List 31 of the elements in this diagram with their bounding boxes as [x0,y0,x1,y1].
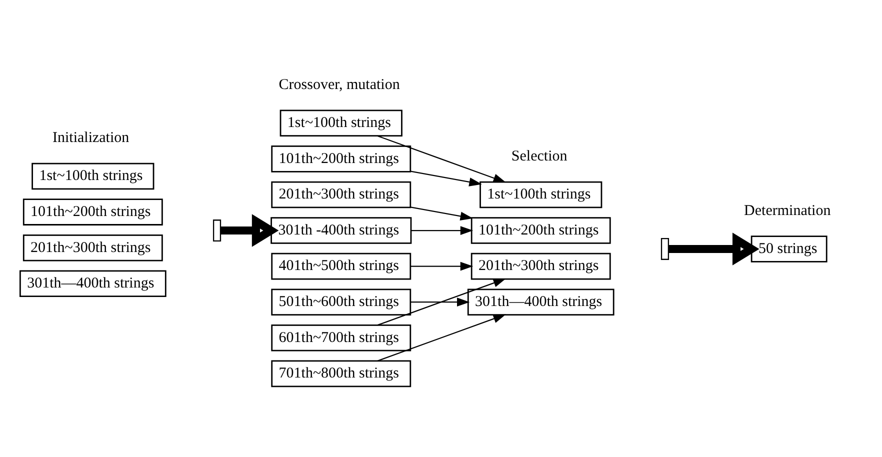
node-box: 1st~100th strings [480,181,602,208]
arrow [410,298,470,307]
label: Initialization [52,130,130,146]
arrow [410,206,474,221]
label: Selection [511,148,568,165]
node-box: 101th~200th strings [470,217,611,244]
arrow [220,214,279,247]
node-box: 201th~300th strings [22,234,163,262]
node-box: 1st~100th strings [280,110,402,137]
node-box: 201th~300th strings [271,181,412,208]
arrow [377,314,506,362]
arrow [410,262,474,271]
arrow [377,278,506,326]
node-box: 101th~200th strings [22,198,163,226]
arrow [411,226,474,235]
node-box: 501th~600th strings [271,288,412,316]
node-box: 301th—400th strings [467,288,614,316]
node-box: 701th~800th strings [271,360,412,388]
node-box: 601th~700th strings [271,324,412,352]
node-box: 301th -400th strings [270,217,412,244]
node-box: 401th~500th strings [271,252,412,280]
label: Crossover, mutation [278,76,400,93]
node-box: 201th~300th strings [470,252,611,280]
arrow [410,170,482,186]
node-box: 1st~100th strings [32,162,154,190]
label: Determination [744,202,831,219]
node-box: 50 strings [750,236,828,262]
node-box: 301th—400th strings [19,270,166,298]
node-box: 101th~200th strings [271,146,412,172]
arrow [668,232,760,266]
arrow [377,135,506,183]
